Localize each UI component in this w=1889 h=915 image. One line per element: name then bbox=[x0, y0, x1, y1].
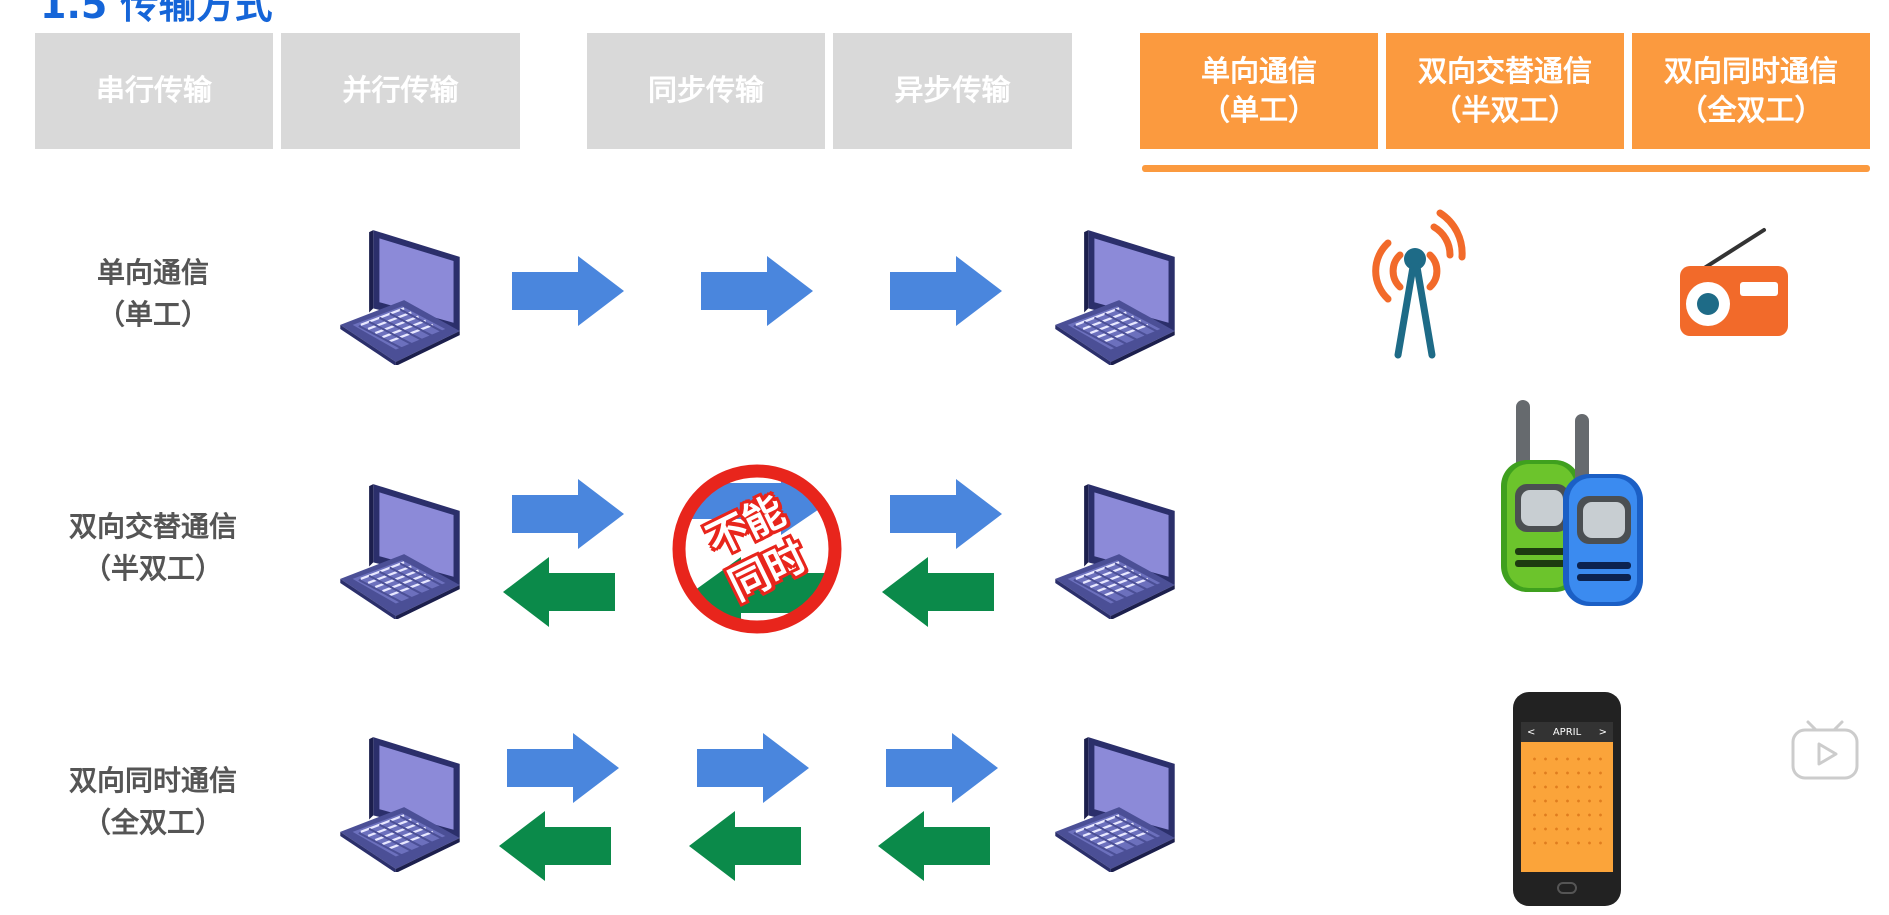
tab-asynchronous[interactable]: 异步传输 bbox=[833, 33, 1072, 149]
arrow-right-icon bbox=[512, 479, 624, 549]
phone-home-button bbox=[1557, 882, 1577, 894]
arrow-left-icon bbox=[882, 557, 994, 627]
laptop-icon bbox=[338, 733, 462, 872]
phone-prev-icon: < bbox=[1527, 726, 1536, 738]
arrow-right-icon bbox=[886, 733, 998, 803]
row-label-simplex: 单向通信 （单工） bbox=[96, 256, 209, 331]
row-label-full-duplex: 双向同时通信 （全双工） bbox=[68, 764, 237, 839]
arrow-right-icon bbox=[507, 733, 619, 803]
bilibili-tv-icon[interactable] bbox=[1790, 718, 1860, 782]
tab-simplex[interactable]: 单向通信 （单工） bbox=[1140, 33, 1378, 149]
tab-parallel[interactable]: 并行传输 bbox=[281, 33, 520, 149]
arrow-left-icon bbox=[499, 811, 611, 881]
no-simultaneous-stamp: 不能同时 bbox=[671, 463, 843, 635]
tab-full-duplex[interactable]: 双向同时通信 （全双工） bbox=[1632, 33, 1870, 149]
laptop-icon bbox=[1053, 480, 1177, 619]
phone-next-icon: > bbox=[1598, 726, 1607, 738]
walkie-talkie-icon bbox=[1501, 400, 1643, 606]
laptop-icon bbox=[338, 480, 462, 619]
radio-tower-icon bbox=[1372, 209, 1466, 359]
tab-underline bbox=[1142, 165, 1870, 172]
laptop-icon bbox=[1053, 733, 1177, 872]
laptop-icon bbox=[1053, 226, 1177, 365]
tab-serial[interactable]: 串行传输 bbox=[35, 33, 273, 149]
arrow-right-icon bbox=[701, 256, 813, 326]
laptop-icon bbox=[338, 226, 462, 365]
arrow-right-icon bbox=[890, 256, 1002, 326]
tab-synchronous[interactable]: 同步传输 bbox=[587, 33, 825, 149]
page-title: 1.5 传输方式 bbox=[40, 0, 273, 27]
phone-calendar-grid bbox=[1529, 752, 1605, 852]
arrow-right-icon bbox=[512, 256, 624, 326]
row-label-half-duplex: 双向交替通信 （半双工） bbox=[68, 510, 237, 585]
phone-month: APRIL bbox=[1552, 726, 1582, 738]
arrow-right-icon bbox=[890, 479, 1002, 549]
arrow-left-icon bbox=[878, 811, 990, 881]
radio-icon bbox=[1680, 228, 1788, 336]
smartphone-icon: < APRIL > bbox=[1513, 692, 1621, 906]
arrow-left-icon bbox=[689, 811, 801, 881]
arrow-right-icon bbox=[697, 733, 809, 803]
tab-half-duplex[interactable]: 双向交替通信 （半双工） bbox=[1386, 33, 1624, 149]
stamp-text: 不能同时 bbox=[700, 488, 814, 610]
arrow-left-icon bbox=[503, 557, 615, 627]
